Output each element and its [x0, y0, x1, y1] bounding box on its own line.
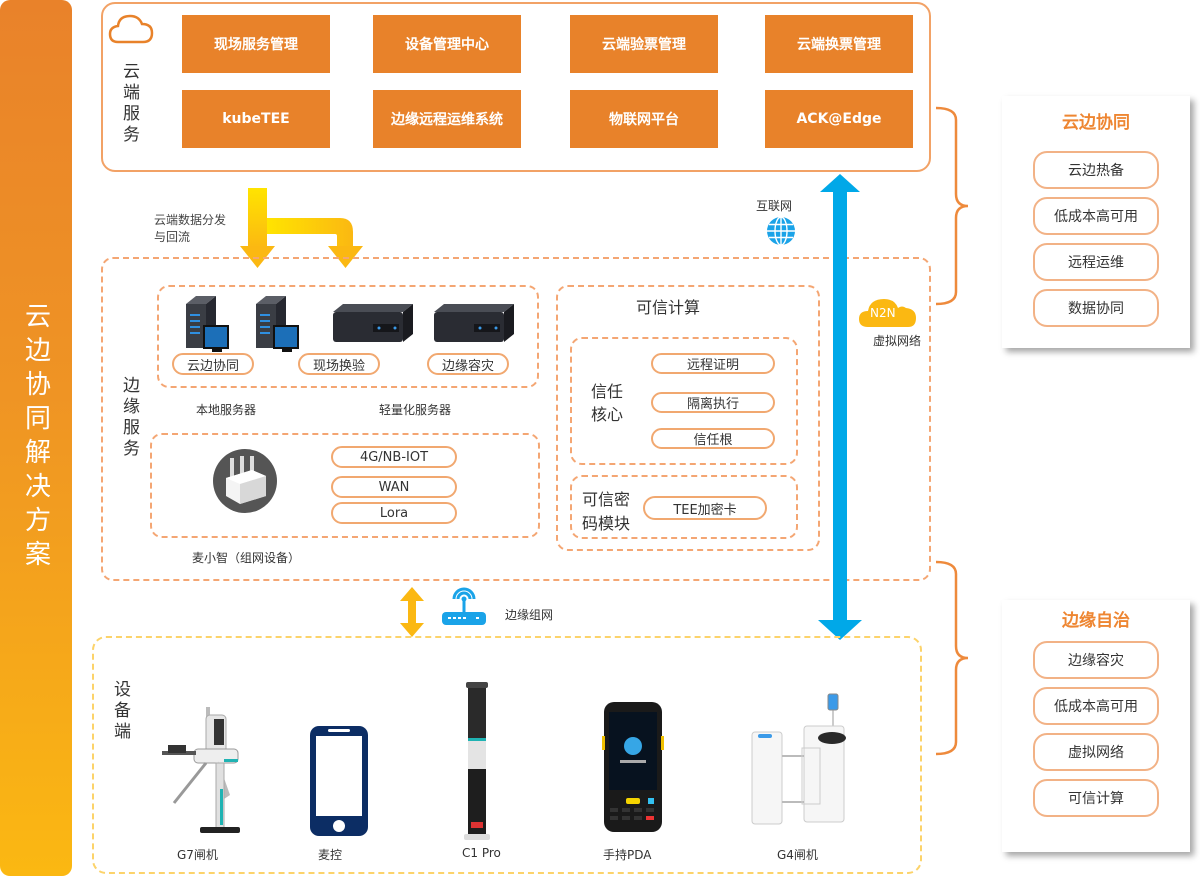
server-tag-cloud-edge: 云边协同	[172, 353, 254, 375]
solution-title: 云边协同解决方案	[20, 302, 51, 574]
trust-item-isolated-execution: 隔离执行	[651, 392, 775, 413]
feature-low-cost-ha: 低成本高可用	[1033, 687, 1159, 725]
virtual-network-label: 虚拟网络	[873, 334, 922, 348]
data-flow-label-line2: 与回流	[154, 230, 191, 244]
g7-turnstile-icon	[162, 707, 240, 833]
mobile-phone-icon	[310, 726, 368, 836]
trusted-computing-title: 可信计算	[636, 298, 701, 317]
blue-arrow-down-head	[818, 620, 862, 640]
device-maikong-label: 麦控	[318, 848, 343, 862]
internet-label: 互联网	[756, 199, 793, 213]
lightweight-server-icon	[333, 304, 413, 342]
crypto-module-label: 可信密 码模块	[582, 488, 630, 536]
protocol-lora: Lora	[331, 502, 457, 524]
cloud-device-bidirectional-arrow	[818, 174, 862, 640]
device-g7-label: G7闸机	[177, 848, 218, 862]
cloud-edge-brace	[935, 106, 969, 306]
handheld-pda-icon	[602, 702, 664, 832]
crypto-module-group	[570, 475, 798, 539]
router-device-icon	[213, 449, 277, 513]
edge-services-label: 边缘服务	[119, 376, 139, 460]
service-ticket-exchange[interactable]: 云端换票管理	[765, 15, 913, 73]
service-onsite-management[interactable]: 现场服务管理	[182, 15, 330, 73]
data-flow-label: 云端数据分发 与回流	[154, 212, 226, 246]
blue-arrow-shaft	[833, 191, 847, 623]
service-device-center[interactable]: 设备管理中心	[373, 15, 521, 73]
crypto-module-label-line2: 码模块	[582, 514, 631, 533]
local-server-icon	[186, 296, 229, 352]
edge-services-panel	[101, 257, 931, 581]
flow-branch-arrow-shaft	[267, 218, 353, 248]
server-tag-onsite-exchange: 现场换验	[298, 353, 380, 375]
feature-remote-ops: 远程运维	[1033, 243, 1159, 281]
tee-card: TEE加密卡	[643, 496, 767, 520]
trust-item-root-of-trust: 信任根	[651, 428, 775, 449]
globe-icon	[767, 216, 795, 246]
trust-core-label-line2: 核心	[591, 405, 624, 424]
service-kubetee[interactable]: kubeTEE	[182, 90, 330, 148]
solution-title-bar: 云边协同解决方案	[0, 0, 72, 876]
protocol-wan: WAN	[331, 476, 457, 498]
service-ticket-check[interactable]: 云端验票管理	[570, 15, 718, 73]
cloud-edge-card-title: 云边协同	[1062, 113, 1130, 133]
device-pda-label: 手持PDA	[603, 848, 652, 862]
feature-cloud-edge-hot-standby: 云边热备	[1033, 151, 1159, 189]
g4-turnstile-icon	[751, 693, 846, 825]
trust-core-group	[570, 337, 798, 465]
flow-down-arrow-shaft	[248, 188, 267, 248]
feature-edge-disaster-recovery: 边缘容灾	[1033, 641, 1159, 679]
lightweight-server-icon	[434, 304, 514, 342]
trust-core-label-line1: 信任	[591, 382, 624, 401]
blue-arrow-up-head	[820, 174, 860, 192]
network-device-caption: 麦小智（组网设备）	[192, 551, 301, 565]
edge-autonomy-brace	[935, 560, 969, 756]
devices-label: 设备端	[110, 680, 130, 743]
edge-device-bidirectional-arrow	[400, 587, 424, 637]
router-icon	[442, 587, 486, 625]
n2n-cloud-icon	[859, 299, 916, 327]
n2n-badge: N2N	[870, 306, 896, 320]
trust-item-remote-attestation: 远程证明	[651, 353, 775, 374]
crypto-module-label-line1: 可信密	[582, 490, 631, 509]
local-server-caption: 本地服务器	[196, 403, 257, 417]
devices-panel	[92, 636, 922, 874]
server-tag-edge-disaster: 边缘容灾	[427, 353, 509, 375]
edge-autonomy-card-title: 边缘自治	[1062, 611, 1130, 631]
lightweight-server-caption: 轻量化服务器	[379, 403, 452, 417]
cloud-icon	[108, 14, 154, 44]
service-ack-edge[interactable]: ACK@Edge	[765, 90, 913, 148]
edge-autonomy-card: 边缘自治 边缘容灾 低成本高可用 虚拟网络 可信计算	[1002, 600, 1190, 852]
feature-low-cost-ha: 低成本高可用	[1033, 197, 1159, 235]
edge-network-label: 边缘组网	[505, 608, 554, 622]
device-c1pro-label: C1 Pro	[462, 846, 501, 860]
trust-core-label: 信任 核心	[591, 380, 623, 426]
data-flow-label-line1: 云端数据分发	[154, 213, 227, 227]
protocol-4g-nbiot: 4G/NB-IOT	[331, 446, 457, 468]
device-g4-label: G4闸机	[777, 848, 818, 862]
feature-virtual-network: 虚拟网络	[1033, 733, 1159, 771]
service-iot-platform[interactable]: 物联网平台	[570, 90, 718, 148]
local-server-icon	[256, 296, 299, 352]
servers-group	[157, 285, 539, 388]
network-device-group	[150, 433, 540, 538]
cloud-edge-card: 云边协同 云边热备 低成本高可用 远程运维 数据协同	[1002, 96, 1190, 348]
c1-pro-kiosk-icon	[464, 682, 490, 840]
feature-trusted-computing: 可信计算	[1033, 779, 1159, 817]
trusted-computing-group	[556, 285, 820, 551]
cloud-services-label: 云端服务	[119, 62, 139, 146]
service-edge-ops[interactable]: 边缘远程运维系统	[373, 90, 521, 148]
feature-data-sync: 数据协同	[1033, 289, 1159, 327]
